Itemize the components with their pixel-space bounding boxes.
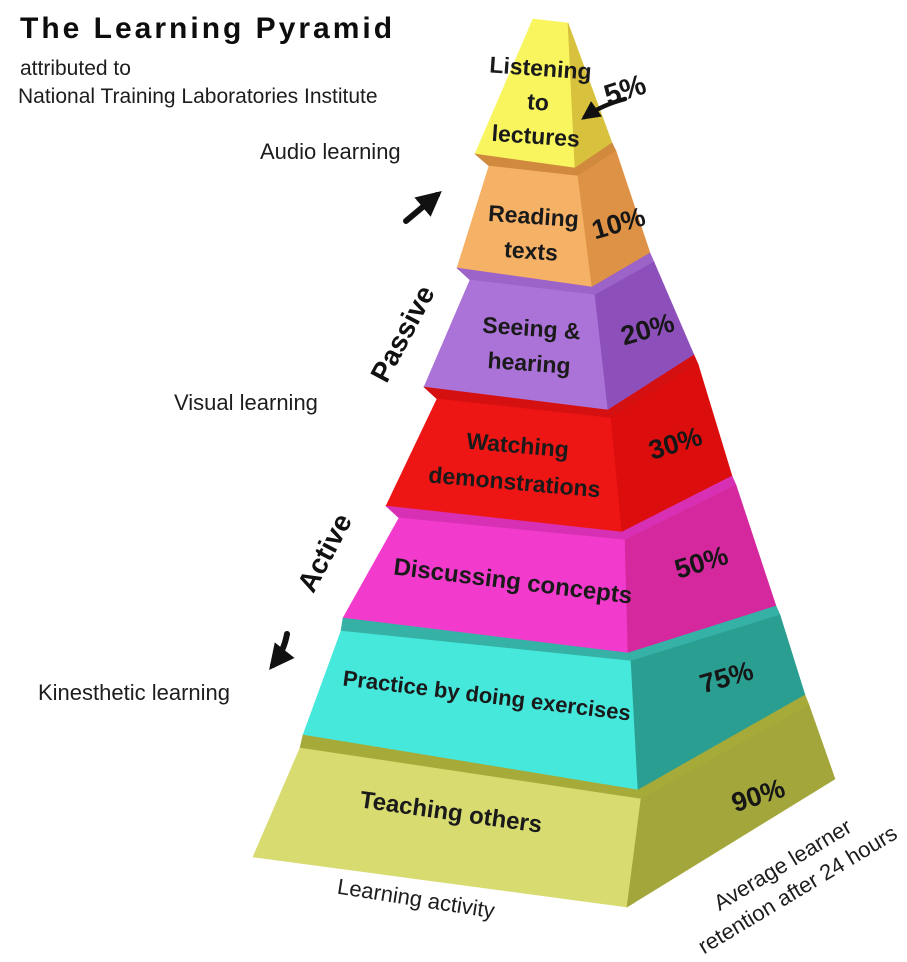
attribution-line-1: attributed to: [20, 57, 131, 80]
attribution-line-2: National Training Laboratories Institute: [18, 85, 378, 108]
arrow-down-left-icon: [269, 631, 295, 670]
arrow-curved-down-left-icon: [581, 96, 628, 120]
tier-7-side-face: [626, 704, 836, 908]
page-title: The Learning Pyramid: [20, 12, 396, 45]
label-kinesthetic-learning: Kinesthetic learning: [38, 680, 231, 705]
label-visual-learning: Visual learning: [174, 390, 318, 415]
label-audio-learning: Audio learning: [260, 139, 401, 164]
tier-3-label: Seeing &hearing: [479, 312, 581, 380]
arrow-up-right-icon: [403, 190, 442, 224]
tier-2-label: Readingtexts: [485, 200, 580, 267]
